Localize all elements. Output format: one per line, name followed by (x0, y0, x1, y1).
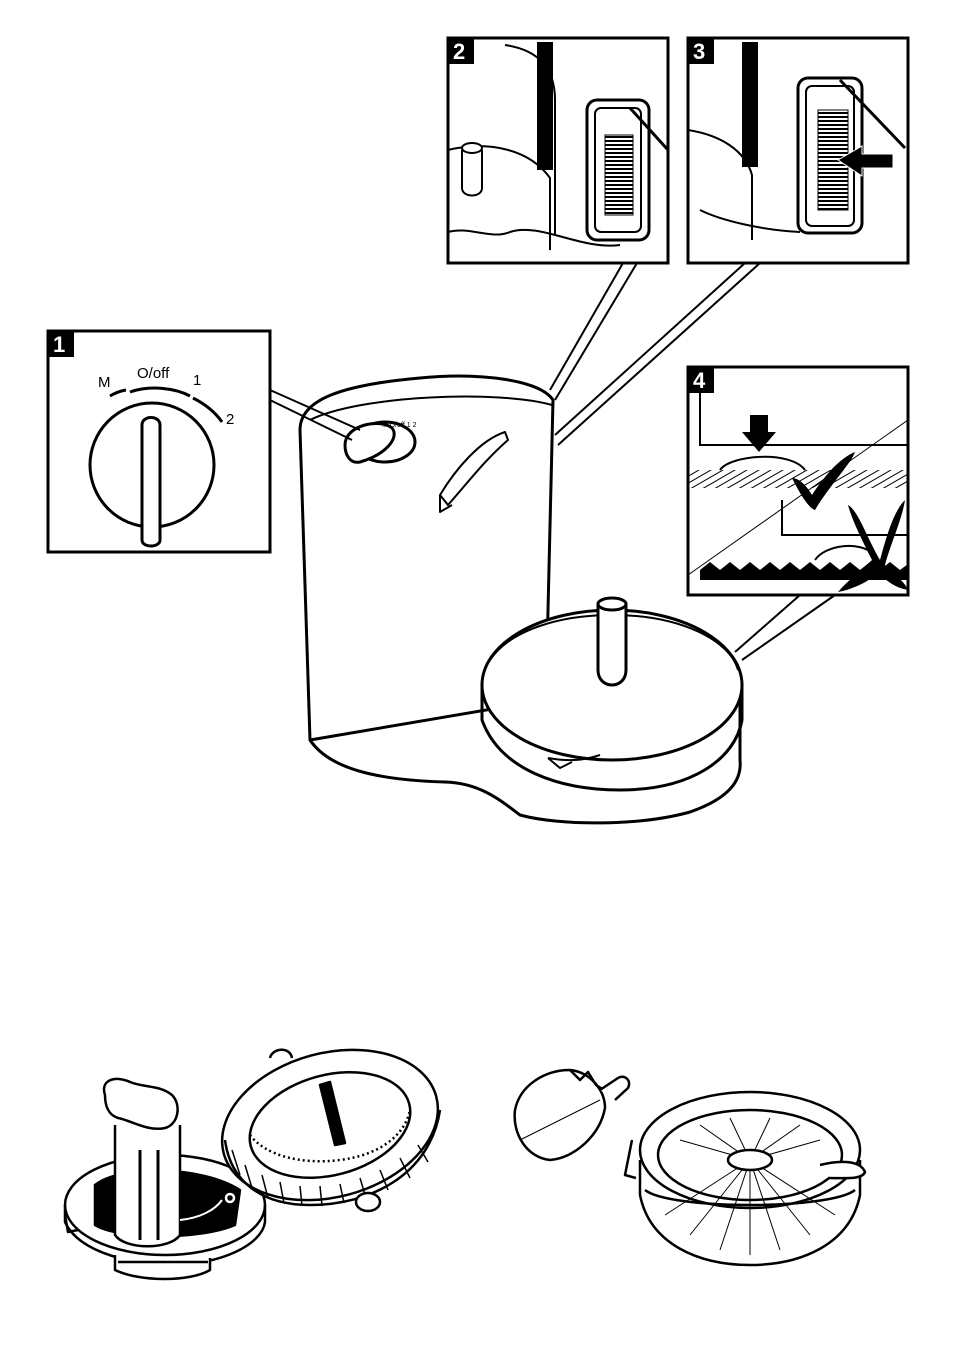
panel-1-dial-detail: 1 M O/off 1 2 (48, 331, 270, 552)
housing-dial-text: M O/off 1 2 (382, 422, 417, 429)
food-processor-base: M O/off 1 2 (300, 376, 742, 823)
panel-3-cord-push: 3 (688, 38, 908, 263)
panel-3-badge: 3 (693, 39, 705, 64)
dial-label-1: 1 (193, 372, 201, 389)
dial-label-m: M (98, 374, 111, 391)
dial-label-2: 2 (226, 411, 234, 428)
panel-2-cord-storage: 2 (448, 38, 668, 263)
panel-4-badge: 4 (693, 368, 706, 393)
drive-spindle (598, 604, 626, 685)
lid-and-filter-assembly (65, 1027, 455, 1279)
panel-4-bowl-seating: 4 (688, 367, 908, 595)
juicer-cone (515, 1070, 605, 1160)
citrus-press-assembly (515, 1070, 865, 1265)
panel-2-badge: 2 (453, 39, 465, 64)
panel-1-badge: 1 (53, 332, 65, 357)
food-pusher (104, 1079, 178, 1129)
dial-label-off: O/off (137, 365, 170, 382)
dial-lever (142, 418, 160, 547)
